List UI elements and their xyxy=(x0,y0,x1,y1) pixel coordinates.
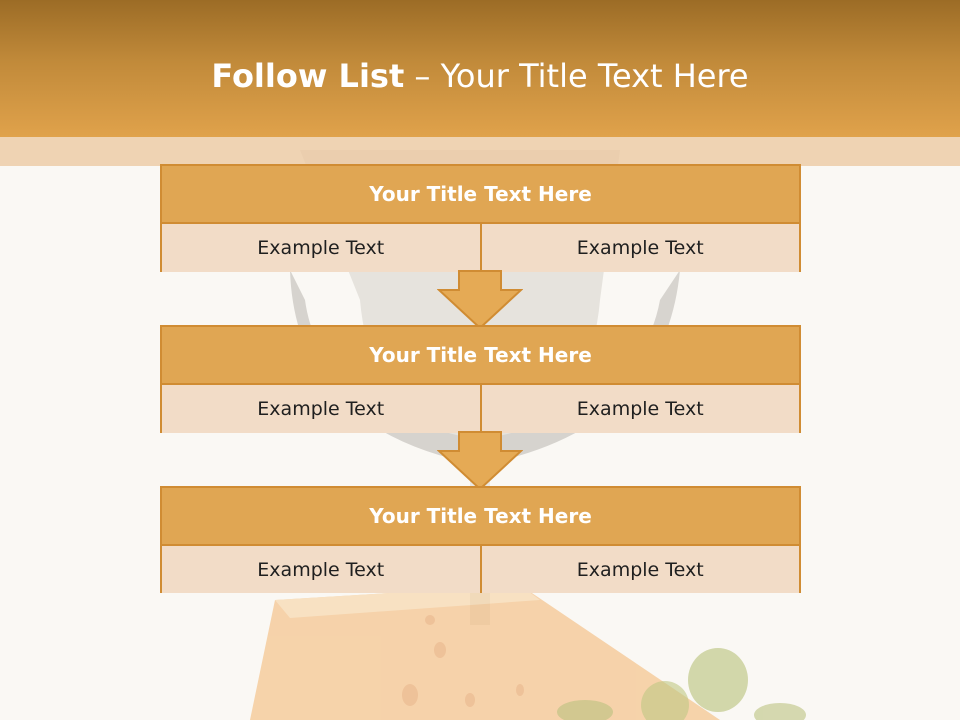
block-title: Your Title Text Here xyxy=(162,166,799,224)
cheese-illustration xyxy=(250,585,720,720)
block-cell-left: Example Text xyxy=(162,546,480,593)
block-cell-left: Example Text xyxy=(162,385,480,433)
block-cell-right: Example Text xyxy=(479,546,799,593)
list-block-2: Your Title Text Here Example Text Exampl… xyxy=(160,325,801,433)
list-block-3: Your Title Text Here Example Text Exampl… xyxy=(160,486,801,593)
block-cell-right: Example Text xyxy=(479,224,799,272)
slide-header xyxy=(0,0,960,137)
down-arrow-icon xyxy=(437,431,523,491)
slide-title-bold: Follow List xyxy=(211,57,405,95)
block-cell-right: Example Text xyxy=(479,385,799,433)
down-arrow-icon xyxy=(437,270,523,330)
list-block-1: Your Title Text Here Example Text Exampl… xyxy=(160,164,801,272)
block-title: Your Title Text Here xyxy=(162,488,799,546)
block-cell-left: Example Text xyxy=(162,224,480,272)
block-title: Your Title Text Here xyxy=(162,327,799,385)
slide-title: Follow List – Your Title Text Here xyxy=(0,52,960,100)
olives-illustration xyxy=(557,648,806,720)
slide-title-rest: – Your Title Text Here xyxy=(404,57,749,95)
header-band xyxy=(0,137,960,166)
